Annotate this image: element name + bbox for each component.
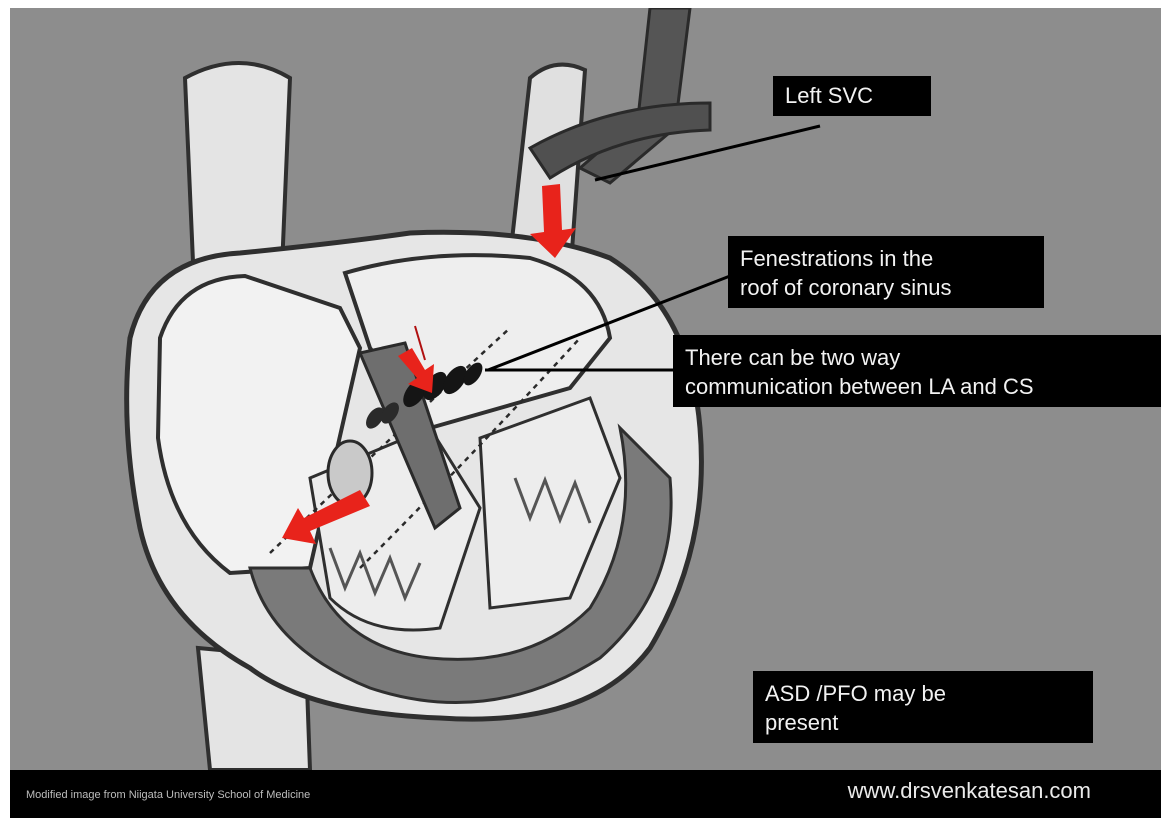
label-left-svc: Left SVC	[773, 76, 931, 116]
vessel-branch-1	[580, 8, 690, 183]
label-two-way-line-1: There can be two way	[685, 343, 1149, 372]
label-left-svc-text: Left SVC	[785, 81, 919, 110]
label-asd-pfo-line-2: present	[765, 708, 1081, 737]
label-asd-pfo-line-1: ASD /PFO may be	[765, 679, 1081, 708]
label-two-way: There can be two way communication betwe…	[673, 335, 1161, 407]
label-fenestrations-line-2: roof of coronary sinus	[740, 273, 1032, 302]
image-credit: Modified image from Niigata University S…	[26, 789, 310, 801]
label-fenestrations: Fenestrations in the roof of coronary si…	[728, 236, 1044, 308]
label-asd-pfo: ASD /PFO may be present	[753, 671, 1093, 743]
footer-bar: Modified image from Niigata University S…	[10, 770, 1161, 818]
website-url: www.drsvenkatesan.com	[848, 778, 1091, 804]
label-fenestrations-line-1: Fenestrations in the	[740, 244, 1032, 273]
diagram-canvas: Left SVC Fenestrations in the roof of co…	[10, 8, 1161, 818]
label-two-way-line-2: communication between LA and CS	[685, 372, 1149, 401]
